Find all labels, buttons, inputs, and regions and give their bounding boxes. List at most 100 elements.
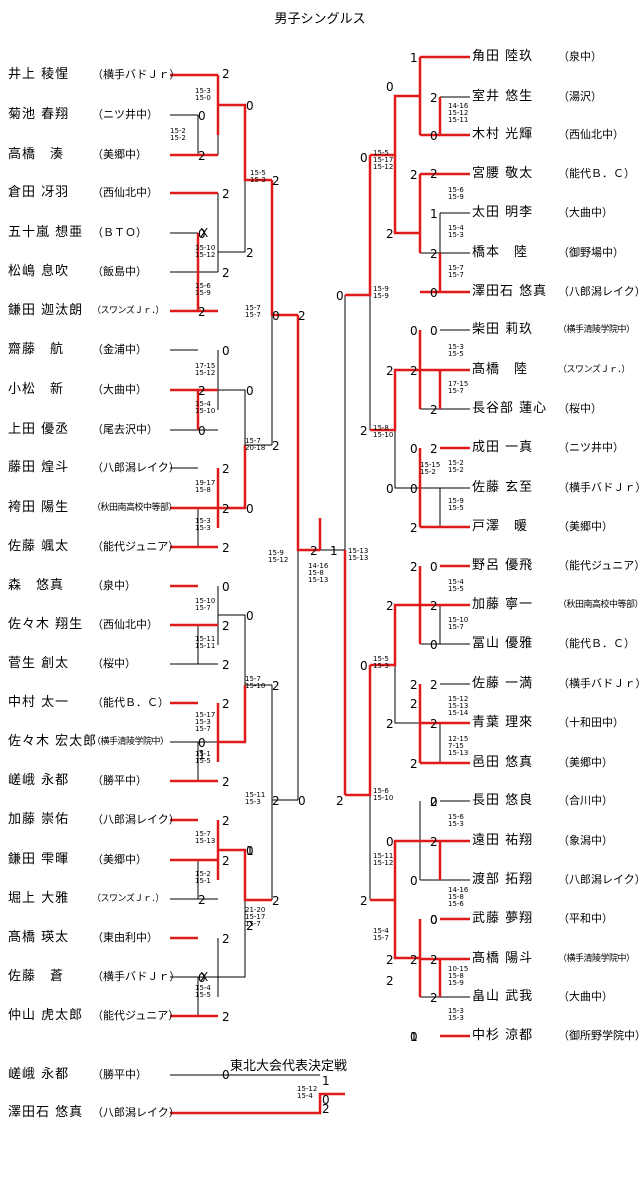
game-score: 15-10 15-7 bbox=[448, 616, 469, 631]
win-count: 0 bbox=[430, 129, 438, 143]
game-score: 15-7 15-13 bbox=[195, 830, 216, 845]
win-count: 2 bbox=[222, 502, 230, 516]
player-name: 青葉 理來 bbox=[472, 715, 534, 730]
round-line bbox=[345, 665, 372, 797]
player-club: （能代ジュニア） bbox=[92, 540, 180, 553]
player-name: 嵯峨 永都 bbox=[8, 773, 70, 788]
win-count: 0 bbox=[430, 560, 438, 574]
game-score: 15-7 15-7 bbox=[245, 304, 261, 319]
player-name: 高橋 湊 bbox=[8, 147, 65, 162]
player-name: 澤田石 悠真 bbox=[8, 1105, 84, 1120]
win-count: 2 bbox=[430, 599, 438, 613]
player-name: 橋本 陸 bbox=[472, 245, 529, 260]
game-score: 17-15 15-12 bbox=[195, 362, 216, 377]
player-club: （西仙北中） bbox=[558, 128, 624, 141]
win-count: 2 bbox=[430, 442, 438, 456]
game-score: 15-6 15-9 bbox=[448, 186, 464, 201]
win-count: 1 bbox=[430, 207, 438, 221]
win-count: 2 bbox=[222, 462, 230, 476]
player-name: 菅生 創太 bbox=[8, 656, 70, 671]
win-count: 0 bbox=[410, 482, 418, 496]
win-count: 2 bbox=[198, 384, 206, 398]
player-club: （飯島中） bbox=[92, 265, 147, 278]
player-club: （横手清陵学院中） bbox=[558, 954, 635, 964]
round-line bbox=[218, 685, 247, 744]
game-score: 15-10 15-12 bbox=[195, 244, 216, 259]
game-score: 15-9 15-9 bbox=[373, 285, 389, 300]
player-club: （尾去沢中） bbox=[92, 423, 158, 436]
player-club: （西仙北中） bbox=[92, 186, 158, 199]
player-name: 柴田 莉玖 bbox=[472, 322, 534, 337]
game-score: 19-17 15-8 bbox=[195, 479, 216, 494]
win-count: 0 bbox=[246, 99, 254, 113]
win-count: 2 bbox=[430, 717, 438, 731]
player-club: （大曲中） bbox=[92, 383, 147, 396]
win-count: 2 bbox=[410, 757, 418, 771]
player-name: 鎌田 迦汰朗 bbox=[8, 303, 84, 318]
player-name: 長田 悠良 bbox=[472, 793, 534, 808]
player-club: （横手清陵学院中） bbox=[92, 737, 169, 747]
win-count: 2 bbox=[222, 1010, 230, 1024]
win-count: 1 bbox=[246, 844, 254, 858]
player-club: （ＢＴＯ） bbox=[92, 226, 147, 239]
player-club: （泉中） bbox=[558, 50, 602, 63]
win-count: 2 bbox=[430, 403, 438, 417]
player-name: 加藤 崇佑 bbox=[8, 812, 70, 827]
round-line bbox=[345, 155, 372, 297]
game-score: 15-11 15-11 bbox=[195, 635, 216, 650]
round-line bbox=[296, 315, 320, 552]
player-club: （桜中） bbox=[558, 402, 602, 415]
game-score: 15-10 15-7 bbox=[195, 597, 216, 612]
win-count: 2 bbox=[430, 247, 438, 261]
win-count: 2 bbox=[430, 167, 438, 181]
game-score: 15-7 20-18 bbox=[245, 437, 266, 452]
player-name: 佐藤 一満 bbox=[472, 676, 534, 691]
player-name: 上田 優丞 bbox=[8, 422, 70, 437]
player-club: （湯沢） bbox=[558, 90, 602, 103]
win-count: 1 bbox=[410, 51, 418, 65]
game-score: 15-2 15-2 bbox=[448, 459, 464, 474]
player-name: 木村 光輝 bbox=[472, 127, 534, 142]
win-count: 2 bbox=[272, 794, 280, 808]
win-count: 1 bbox=[410, 1030, 418, 1044]
player-club: （大曲中） bbox=[558, 206, 613, 219]
win-count: 0 bbox=[430, 913, 438, 927]
win-count: 2 bbox=[336, 794, 344, 808]
win-count: 2 bbox=[360, 424, 368, 438]
player-name: 倉田 冴羽 bbox=[8, 185, 70, 200]
round-line bbox=[370, 94, 420, 157]
player-club: （西仙北中） bbox=[92, 618, 158, 631]
player-club: （平和中） bbox=[558, 912, 613, 925]
win-count: 0 bbox=[410, 874, 418, 888]
win-count: 0 bbox=[298, 794, 306, 808]
win-count: 2 bbox=[410, 168, 418, 182]
player-club: （勝平中） bbox=[92, 774, 147, 787]
player-club: （スワンズＪｒ．） bbox=[92, 306, 164, 316]
round-line bbox=[218, 180, 246, 253]
player-name: 仲山 虎太郎 bbox=[8, 1008, 84, 1023]
win-count: 2 bbox=[198, 149, 206, 163]
game-score: 15-4 15-5 bbox=[448, 578, 464, 593]
player-name: 齋藤 航 bbox=[8, 342, 65, 357]
player-club: （御所野学院中） bbox=[558, 1029, 640, 1042]
player-name: 戸澤 暖 bbox=[472, 519, 529, 534]
player-club: （合川中） bbox=[558, 794, 613, 807]
round-line bbox=[218, 103, 272, 182]
player-club: （能代Ｂ．Ｃ） bbox=[558, 637, 635, 650]
player-name: 中村 太一 bbox=[8, 695, 70, 710]
win-count: 0 bbox=[386, 835, 394, 849]
walkover-mark: X bbox=[200, 226, 209, 240]
win-count: 2 bbox=[430, 795, 438, 809]
win-count: 0 bbox=[246, 502, 254, 516]
win-count: 0 bbox=[410, 1030, 418, 1044]
player-name: 髙橋 瑛太 bbox=[8, 930, 70, 945]
win-count: 2 bbox=[222, 67, 230, 81]
win-count: 2 bbox=[198, 893, 206, 907]
win-count: 2 bbox=[222, 541, 230, 555]
player-club: （美郷中） bbox=[558, 520, 613, 533]
win-count: 0 bbox=[198, 109, 206, 123]
player-club: （勝平中） bbox=[92, 1068, 147, 1081]
game-score: 15-4 15-7 bbox=[373, 927, 389, 942]
win-count: 2 bbox=[410, 560, 418, 574]
player-name: 藤田 煌斗 bbox=[8, 460, 70, 475]
